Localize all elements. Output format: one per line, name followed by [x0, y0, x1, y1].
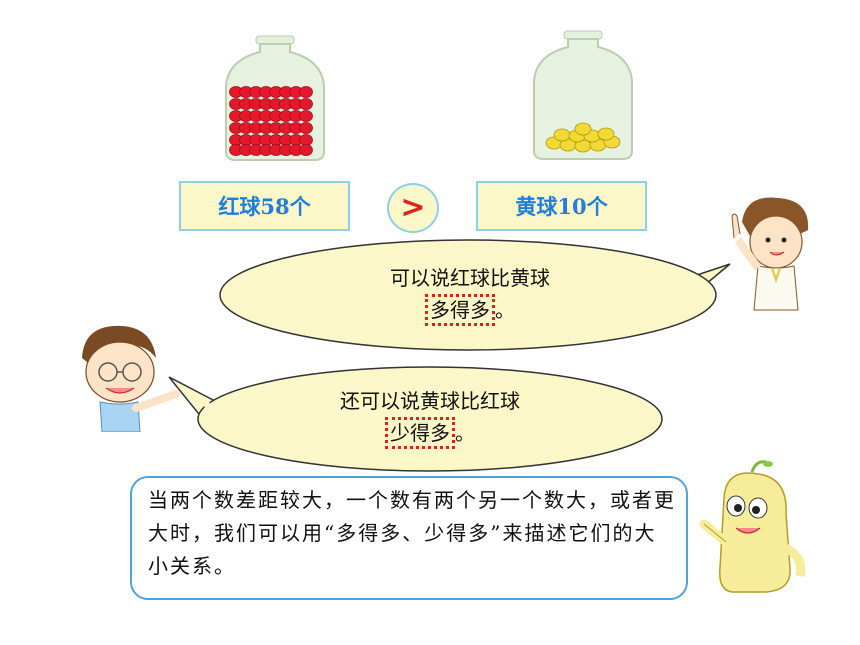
- bubble2-end: 。: [455, 421, 475, 445]
- bubble1-line1: 可以说红球比黄球: [390, 266, 550, 290]
- red-ball: [299, 144, 313, 156]
- red-ball-label-text: 红球58个: [218, 194, 311, 219]
- boy-glasses-character: [82, 325, 180, 432]
- bubble1-highlight: 多得多: [425, 294, 495, 326]
- red-ball: [299, 134, 313, 146]
- red-ball: [299, 98, 313, 110]
- yellow-ball-jar: [533, 30, 633, 160]
- red-ball-jar: [225, 35, 325, 161]
- dinosaur-mascot: [699, 460, 806, 593]
- info-text: 当两个数差距较大，一个数有两个另一个数大，或者更大时，我们可以用“多得多、少得多…: [148, 488, 676, 578]
- red-ball: [299, 86, 313, 98]
- bubble1-end: 。: [495, 298, 515, 322]
- bubble1-line2: 多得多。: [300, 294, 640, 326]
- greater-than-text: >: [400, 190, 426, 225]
- red-ball-label: 红球58个: [179, 181, 350, 231]
- info-box: [130, 476, 688, 600]
- yellow-ball-label-text: 黄球10个: [515, 194, 608, 219]
- yellow-ball-label: 黄球10个: [476, 181, 647, 231]
- red-ball: [299, 122, 313, 134]
- red-ball: [299, 110, 313, 122]
- speech-bubble-1-text: 可以说红球比黄球 多得多。: [300, 262, 640, 326]
- speech-bubble-2-text: 还可以说黄球比红球 少得多。: [270, 385, 590, 449]
- bubble2-line1: 还可以说黄球比红球: [340, 389, 520, 413]
- greater-than-symbol: >: [387, 183, 439, 233]
- boy-character: [731, 197, 809, 311]
- bubble2-line2: 少得多。: [270, 417, 590, 449]
- bubble2-highlight: 少得多: [385, 417, 455, 449]
